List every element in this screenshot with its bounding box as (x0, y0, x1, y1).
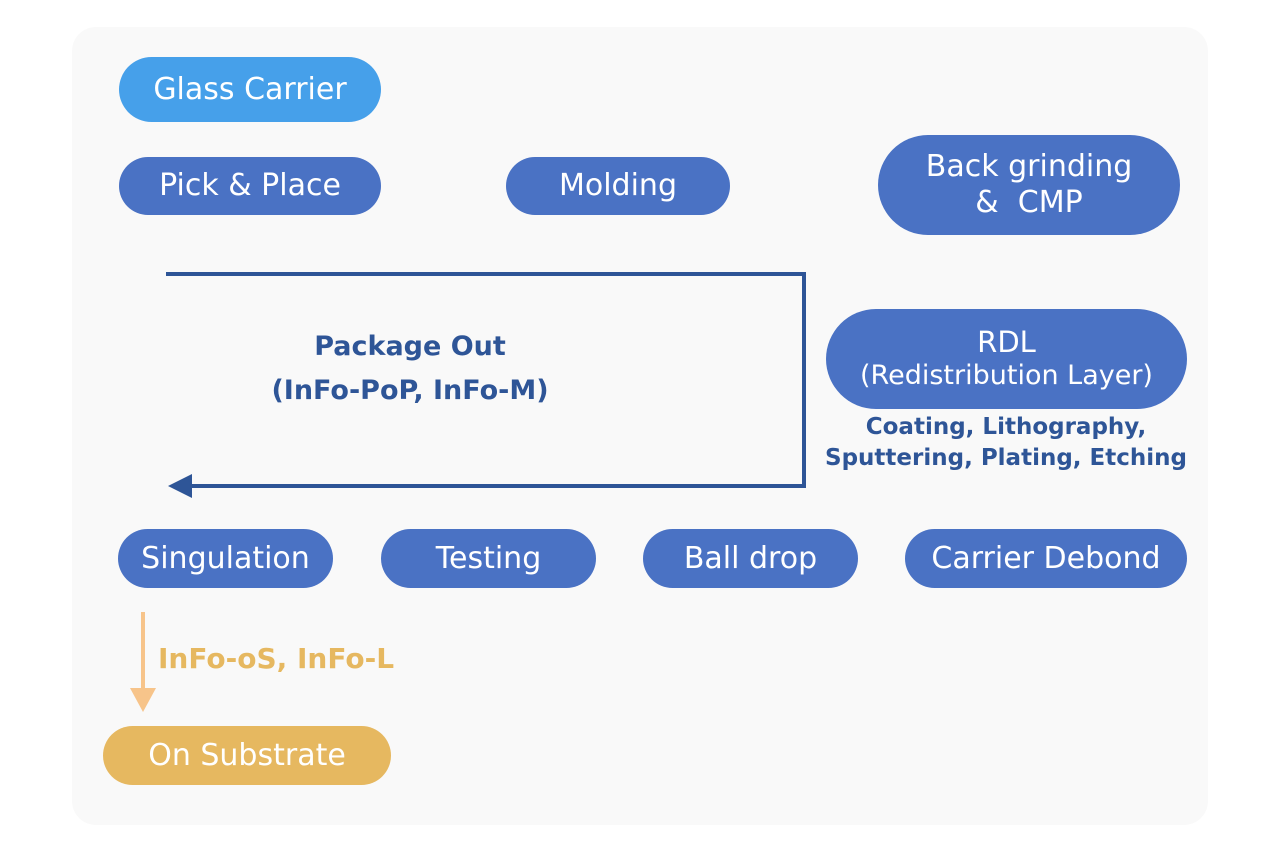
molding-label: Molding (558, 168, 677, 203)
substrate-path-label: InFo-oS, InFo-L (158, 642, 395, 675)
molding-node: Molding (506, 157, 730, 215)
pick-place-label: Pick & Place (159, 168, 341, 203)
singulation-label: Singulation (141, 540, 310, 576)
testing-label: Testing (435, 540, 542, 576)
glass-carrier-node: Glass Carrier (119, 57, 381, 122)
carrier-debond-node: Carrier Debond (905, 529, 1187, 588)
package-out-title: Package Out (314, 331, 506, 362)
rdl-steps-line-1: Coating, Lithography, (865, 414, 1147, 440)
rdl-process-steps: Coating, Lithography, Sputtering, Platin… (818, 412, 1194, 474)
rdl-steps-line-2: Sputtering, Plating, Etching (825, 445, 1187, 471)
rdl-label: RDL (977, 325, 1036, 360)
glass-carrier-label: Glass Carrier (153, 71, 347, 107)
rdl-node: RDL (Redistribution Layer) (826, 309, 1187, 409)
ball-drop-label: Ball drop (683, 540, 818, 576)
pick-place-node: Pick & Place (119, 157, 381, 215)
on-substrate-label: On Substrate (148, 737, 346, 773)
back-grinding-label: Back grinding (925, 149, 1133, 184)
ball-drop-node: Ball drop (643, 529, 858, 588)
cmp-label: & CMP (975, 185, 1083, 220)
substrate-arrow-head (130, 688, 156, 712)
testing-node: Testing (381, 529, 596, 588)
package-out-label: Package Out (InFo-PoP, InFo-M) (250, 325, 570, 413)
rdl-full-label: (Redistribution Layer) (860, 360, 1153, 392)
package-out-arrow-head (168, 474, 192, 498)
on-substrate-node: On Substrate (103, 726, 391, 785)
package-out-flow-line (166, 272, 806, 488)
package-out-types: (InFo-PoP, InFo-M) (271, 375, 549, 406)
singulation-node: Singulation (118, 529, 333, 588)
back-grinding-cmp-node: Back grinding & CMP (878, 135, 1180, 235)
carrier-debond-label: Carrier Debond (931, 540, 1161, 576)
